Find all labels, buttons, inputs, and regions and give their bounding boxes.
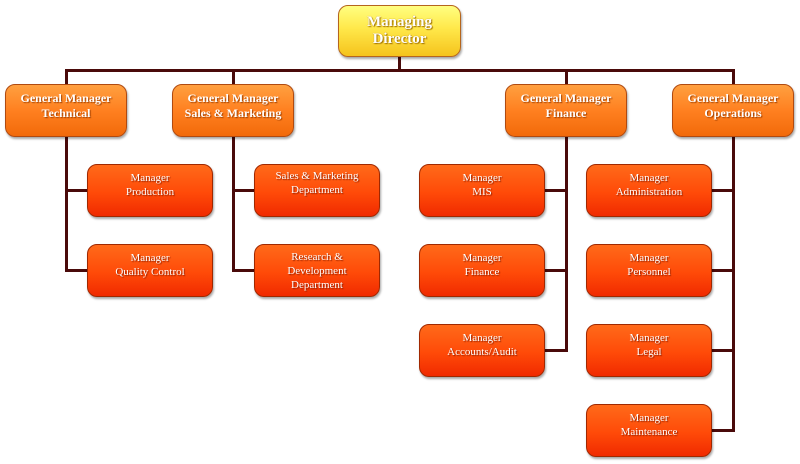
- node-label-line1: Manager: [130, 172, 170, 184]
- connector-sales-branch-2: [232, 269, 254, 272]
- node-label-line2: MIS: [472, 186, 492, 198]
- node-label-line2: Accounts/Audit: [447, 346, 517, 358]
- connector-technical-trunk: [65, 137, 68, 272]
- node-gm-operations[interactable]: General Manager Operations: [672, 84, 794, 137]
- connector-finance-branch-1: [545, 189, 568, 192]
- node-manager-administration[interactable]: Manager Administration: [586, 164, 712, 217]
- connector-technical-branch-1: [65, 189, 87, 192]
- node-label-line2: Operations: [704, 106, 762, 120]
- connector-finance-trunk: [565, 137, 568, 352]
- connector-operations-branch-4: [712, 429, 735, 432]
- node-sales-marketing-department[interactable]: Sales & Marketing Department: [254, 164, 380, 217]
- node-manager-accounts-audit[interactable]: Manager Accounts/Audit: [419, 324, 545, 377]
- node-label-line1: General Manager: [187, 91, 279, 105]
- node-label-line2: Finance: [545, 106, 587, 120]
- node-label-line1: Manager: [629, 412, 669, 424]
- node-label-line2: Administration: [615, 186, 683, 198]
- node-label-line2: Quality Control: [115, 266, 185, 278]
- connector-sales-branch-1: [232, 189, 254, 192]
- node-label-line1: General Manager: [520, 91, 612, 105]
- node-label-line1: Manager: [629, 332, 669, 344]
- node-manager-finance[interactable]: Manager Finance: [419, 244, 545, 297]
- node-label-line2: Legal: [636, 346, 662, 358]
- node-label-line2: Personnel: [627, 266, 671, 278]
- node-label-line1: Managing: [366, 14, 432, 30]
- node-label-line3: Department: [291, 279, 343, 291]
- node-manager-personnel[interactable]: Manager Personnel: [586, 244, 712, 297]
- node-manager-quality-control[interactable]: Manager Quality Control: [87, 244, 213, 297]
- connector-technical-drop: [65, 69, 68, 85]
- node-manager-mis[interactable]: Manager MIS: [419, 164, 545, 217]
- connector-finance-branch-3: [545, 349, 568, 352]
- connector-operations-branch-2: [712, 269, 735, 272]
- connector-bus: [65, 69, 735, 72]
- connector-operations-drop: [732, 69, 735, 85]
- node-gm-finance[interactable]: General Manager Finance: [505, 84, 627, 137]
- node-label-line1: Research &: [291, 251, 343, 263]
- node-label-line1: Manager: [462, 332, 502, 344]
- connector-operations-trunk: [732, 137, 735, 432]
- node-label-line1: Manager: [130, 252, 170, 264]
- node-label-line2: Maintenance: [620, 426, 678, 438]
- node-label-line1: Manager: [462, 172, 502, 184]
- node-research-development-department[interactable]: Research & Development Department: [254, 244, 380, 297]
- node-label-line2: Department: [291, 184, 343, 196]
- connector-technical-branch-2: [65, 269, 87, 272]
- node-label-line1: Manager: [629, 172, 669, 184]
- connector-operations-branch-3: [712, 349, 735, 352]
- node-manager-production[interactable]: Manager Production: [87, 164, 213, 217]
- connector-sales-trunk: [232, 137, 235, 272]
- node-gm-sales-marketing[interactable]: General Manager Sales & Marketing: [172, 84, 294, 137]
- node-label-line1: General Manager: [20, 91, 112, 105]
- node-label-line2: Sales & Marketing: [184, 106, 282, 120]
- connector-md-down: [398, 57, 401, 71]
- node-label-line2: Finance: [464, 266, 500, 278]
- node-manager-maintenance[interactable]: Manager Maintenance: [586, 404, 712, 457]
- node-label-line1: Manager: [629, 252, 669, 264]
- node-managing-director[interactable]: Managing Director: [338, 5, 461, 57]
- connector-operations-branch-1: [712, 189, 735, 192]
- node-label-line2: Production: [125, 186, 175, 198]
- node-gm-technical[interactable]: General Manager Technical: [5, 84, 127, 137]
- node-label-line2: Technical: [41, 106, 91, 120]
- node-label-line1: Manager: [462, 252, 502, 264]
- node-manager-legal[interactable]: Manager Legal: [586, 324, 712, 377]
- node-label-line1: Sales & Marketing: [275, 170, 359, 182]
- connector-finance-drop: [565, 69, 568, 85]
- connector-finance-branch-2: [545, 269, 568, 272]
- connector-sales-drop: [232, 69, 235, 85]
- node-label-line2: Director: [372, 31, 427, 47]
- node-label-line1: General Manager: [687, 91, 779, 105]
- node-label-line2: Development: [287, 265, 347, 277]
